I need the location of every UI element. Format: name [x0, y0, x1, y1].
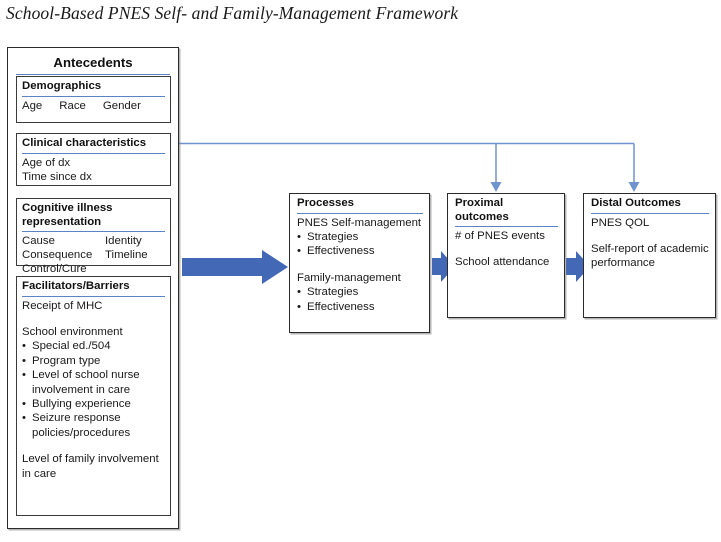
school-environment-label: School environment — [22, 325, 123, 338]
list-item: Seizure response policies/procedures — [22, 411, 165, 440]
demographics-header: Demographics — [22, 78, 165, 97]
family-management-bullets: Strategies Effectiveness — [297, 285, 423, 314]
list-item: Bullying experience — [22, 397, 165, 412]
list-item: Strategies — [297, 230, 423, 245]
distal-outcomes-box: Distal Outcomes PNES QOL Self-report of … — [583, 193, 716, 318]
cognitive-item: Cause — [22, 235, 55, 247]
facilitators-barriers-header: Facilitators/Barriers — [22, 278, 165, 297]
spacer — [591, 230, 709, 242]
demographics-item: Gender — [102, 99, 141, 112]
proximal-line: # of PNES events — [455, 230, 545, 242]
spacer — [22, 440, 165, 452]
clinical-line: Age of dx — [22, 156, 71, 169]
cognitive-item: Timeline — [105, 249, 148, 262]
proximal-outcomes-box: Proximal outcomes # of PNES events Schoo… — [447, 193, 565, 318]
self-management-bullets: Strategies Effectiveness — [297, 230, 423, 259]
proximal-line: School attendance — [455, 256, 550, 269]
cognitive-item: Identity — [105, 235, 142, 247]
facilitators-first-line: Receipt of MHC — [22, 299, 103, 312]
demographics-item: Race — [59, 99, 86, 112]
cognitive-item: Control/Cure — [22, 263, 87, 276]
cognitive-illness-box: Cognitive illness representation Cause I… — [16, 198, 171, 275]
distal-line: Self-report of academic performance — [591, 242, 712, 270]
distal-line: PNES QOL — [591, 216, 650, 229]
demographics-items: Age Race Gender — [22, 99, 165, 113]
processes-header: Processes — [297, 195, 423, 214]
spacer — [455, 243, 558, 255]
cognitive-item — [105, 262, 165, 276]
antecedents-title: Antecedents — [16, 53, 170, 75]
facilitators-barriers-box: Facilitators/Barriers Receipt of MHC Sch… — [16, 276, 171, 516]
arrowhead-to-proximal — [490, 182, 502, 192]
elbow-connector-group — [179, 142, 640, 192]
cognitive-illness-items: Cause Identity Consequence Timeline Cont… — [22, 234, 165, 277]
list-item: Strategies — [297, 285, 423, 300]
school-environment-bullets: Special ed./504 Program type Level of sc… — [22, 339, 165, 440]
cognitive-illness-header: Cognitive illness representation — [22, 200, 165, 232]
arrowhead-to-distal — [628, 182, 640, 192]
thick-arrow-antecedents-to-processes — [182, 250, 288, 284]
demographics-item: Age — [22, 99, 43, 112]
list-item: Special ed./504 — [22, 339, 165, 354]
distal-outcomes-header: Distal Outcomes — [591, 195, 709, 214]
list-item: Effectiveness — [297, 244, 423, 259]
page-title: School-Based PNES Self- and Family-Manag… — [6, 3, 459, 23]
list-item: Level of school nurse involvement in car… — [22, 368, 165, 397]
demographics-box: Demographics Age Race Gender — [16, 76, 171, 123]
pnes-self-management-label: PNES Self-management — [297, 216, 422, 229]
list-item: Program type — [22, 354, 165, 369]
clinical-characteristics-box: Clinical characteristics Age of dx Time … — [16, 133, 171, 186]
family-management-label: Family-management — [297, 271, 401, 284]
clinical-line: Time since dx — [22, 170, 92, 183]
proximal-outcomes-header: Proximal outcomes — [455, 195, 558, 227]
list-item: Effectiveness — [297, 300, 423, 315]
processes-box: Processes PNES Self-management Strategie… — [289, 193, 430, 333]
spacer — [297, 259, 423, 271]
cognitive-item: Consequence — [22, 249, 93, 262]
spacer — [22, 313, 165, 325]
family-involvement-line: Level of family involvement in care — [22, 453, 162, 480]
antecedents-panel: Antecedents Demographics Age Race Gender… — [7, 47, 179, 529]
clinical-characteristics-header: Clinical characteristics — [22, 135, 165, 154]
